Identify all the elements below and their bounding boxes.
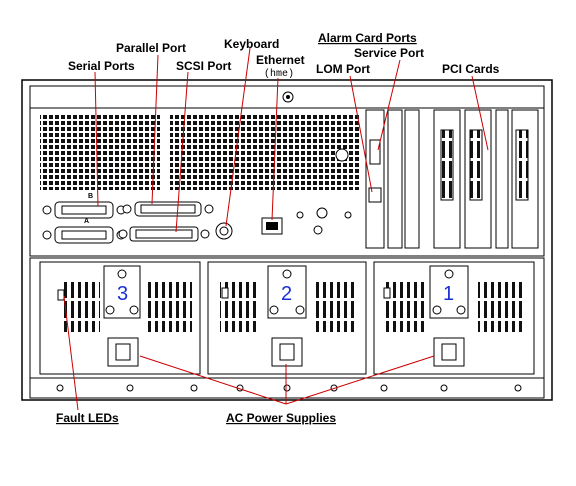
label-serial-ports: Serial Ports [68, 59, 135, 73]
label-parallel-port: Parallel Port [116, 41, 186, 55]
label-ac-power-supplies: AC Power Supplies [226, 411, 336, 425]
label-alarm-card-ports: Alarm Card Ports [318, 31, 417, 45]
serial-b-mark: B [88, 193, 93, 200]
power-supply-3: 3 [39, 261, 201, 375]
psu-2-number: 2 [281, 283, 292, 305]
serial-a-mark: A [84, 218, 89, 225]
chassis-screws [296, 207, 352, 235]
fan-screw [335, 148, 349, 162]
serial-ports: B A [42, 193, 126, 244]
label-keyboard: Keyboard [224, 37, 279, 51]
lom-port[interactable] [368, 187, 382, 203]
label-lom-port: LOM Port [316, 62, 370, 76]
keyboard-port[interactable] [215, 222, 233, 240]
scsi-port[interactable] [118, 226, 210, 242]
power-supply-1: 1 [373, 261, 535, 375]
service-port[interactable] [369, 139, 381, 165]
center-vent-grille [170, 114, 360, 190]
chassis [21, 79, 553, 401]
ethernet-port[interactable] [261, 217, 283, 235]
power-supply-2: 2 [207, 261, 367, 375]
label-ethernet: Ethernet [256, 53, 305, 67]
label-ethernet-sub: (hme) [264, 68, 294, 80]
psu-3-number: 3 [117, 283, 128, 305]
psu-3-fault-led [57, 289, 65, 301]
label-service-port: Service Port [354, 46, 424, 60]
left-vent-grille [40, 114, 160, 190]
pci-slots [365, 109, 539, 249]
psu-1-number: 1 [443, 283, 454, 305]
psu-1-fault-led [383, 287, 391, 299]
label-pci-cards: PCI Cards [442, 62, 500, 76]
parallel-port[interactable] [122, 201, 214, 217]
psu-2-fault-led [221, 287, 229, 299]
psu-2-ac-inlet[interactable] [271, 337, 303, 367]
callout-lines [63, 47, 489, 411]
label-fault-leds: Fault LEDs [56, 411, 119, 425]
serial-port-b[interactable] [54, 201, 114, 219]
serial-port-a[interactable] [54, 226, 114, 244]
bottom-screws [56, 384, 522, 392]
psu-3-ac-inlet[interactable] [107, 337, 139, 367]
power-supply-bay [29, 257, 545, 399]
psu-1-ac-inlet[interactable] [433, 337, 465, 367]
label-scsi-port: SCSI Port [176, 59, 231, 73]
